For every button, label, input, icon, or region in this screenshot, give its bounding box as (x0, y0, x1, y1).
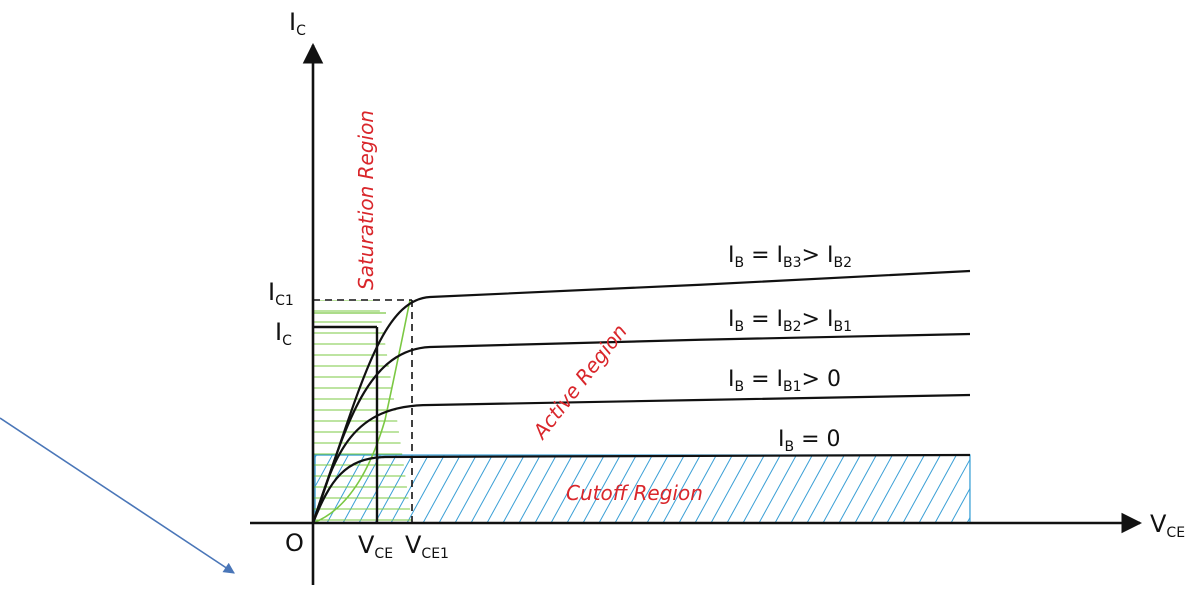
y-tick-ic: IC (275, 318, 292, 349)
x-tick-vce1: VCE1 (405, 531, 449, 562)
saturation-region-label: Saturation Region (354, 110, 378, 290)
curve-ib3 (311, 269, 971, 524)
curve-ib1 (311, 393, 971, 524)
cutoff-region-label: Cutoff Region (566, 481, 703, 505)
curve-label-ib0: IB = 0 (778, 427, 841, 455)
curve-label-ib3: IB = IB3> IB2 (728, 243, 852, 271)
cutoff-region-hatch (315, 455, 970, 523)
active-region-label: Active Region (527, 320, 632, 445)
curve-label-ib1: IB = IB1> 0 (728, 367, 841, 395)
curve-ib2 (311, 332, 971, 524)
x-axis-label: VCE (1150, 510, 1185, 541)
curve-ib0 (311, 453, 971, 524)
origin-label: O (285, 529, 304, 557)
curve-label-ib2: IB = IB2> IB1 (728, 307, 852, 335)
annotation-arrow (0, 417, 235, 574)
saturation-boundary (312, 299, 411, 524)
x-tick-vce: VCE (358, 531, 393, 562)
y-axis-label: IC (289, 8, 306, 39)
y-tick-ic1: IC1 (268, 278, 294, 309)
saturation-region-hatch (313, 300, 412, 521)
